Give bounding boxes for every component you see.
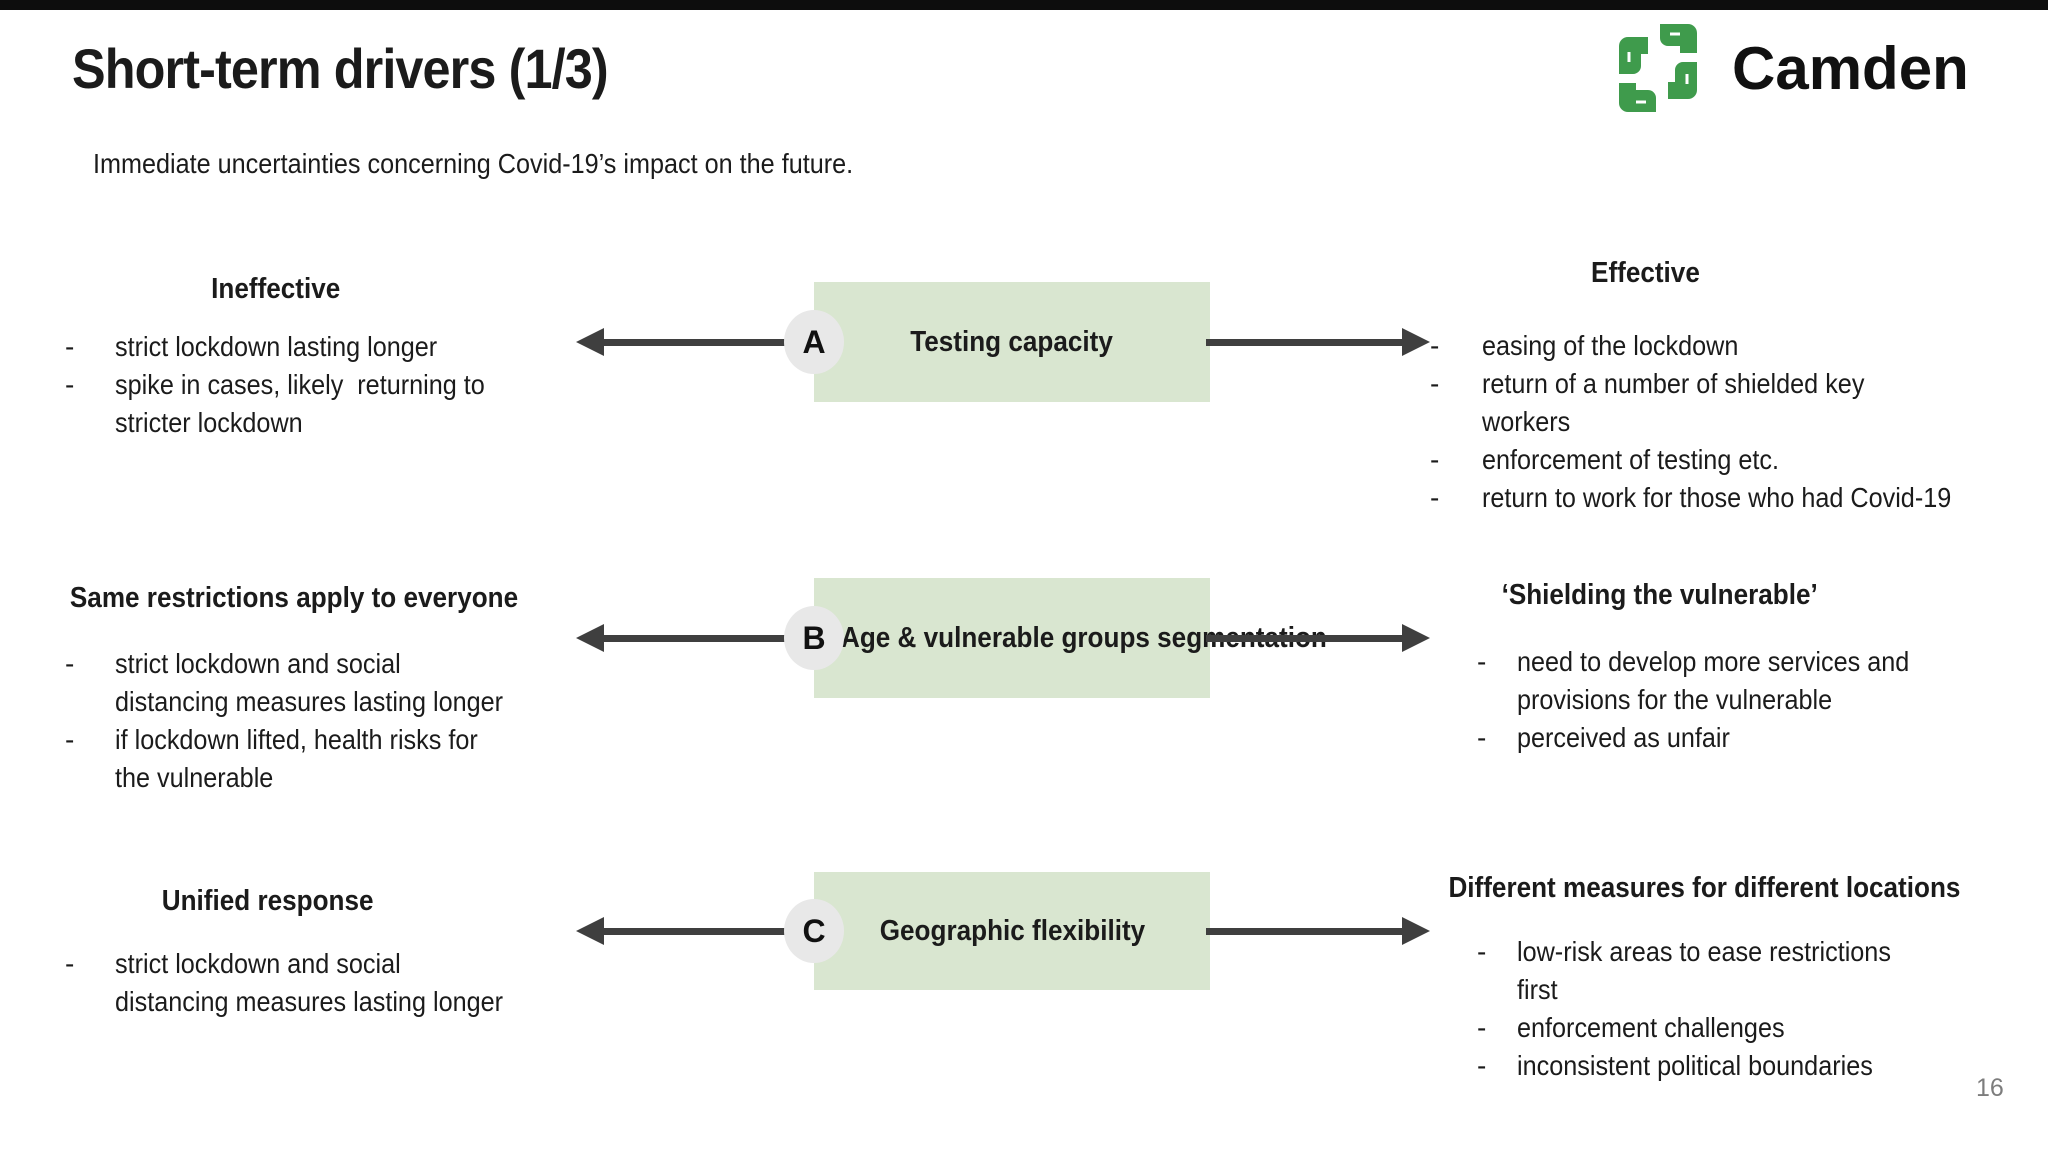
letter-badge-a: A (784, 310, 844, 374)
bullet-line: provisions for the vulnerable (1517, 684, 1833, 715)
bullet-line: need to develop more services and (1517, 646, 1910, 677)
bullet-dash: - (1430, 368, 1440, 399)
bullet-line: first (1517, 974, 1558, 1005)
bullet-line: if lockdown lifted, health risks for (115, 724, 478, 755)
bullet-line: strict lockdown and social (115, 648, 401, 679)
left-heading: Unified response (162, 885, 374, 917)
bullet-item: -inconsistent political boundaries (1477, 1047, 2048, 1085)
arrow-left-shaft (596, 928, 796, 935)
bullet-dash: - (65, 948, 75, 979)
bullet-line: low-risk areas to ease restrictions (1517, 936, 1891, 967)
camden-logo: Camden (1608, 22, 1969, 114)
left-heading: Ineffective (211, 273, 341, 305)
right-heading: Effective (1590, 257, 1700, 289)
page-subtitle: Immediate uncertainties concerning Covid… (93, 148, 854, 179)
bullet-item: - strict lockdown and social distancing me… (65, 645, 555, 721)
bullet-item: -perceived as unfair (1477, 719, 2048, 757)
bullet-dash: - (1477, 1050, 1487, 1081)
driver-box-testing-capacity: Testing capacity (814, 282, 1210, 402)
camden-knot-icon (1619, 24, 1697, 112)
driver-box-geographic-flexibility: Geographic flexibility (814, 872, 1210, 990)
bullet-line: inconsistent political boundaries (1517, 1050, 1873, 1081)
arrow-right-icon (1402, 624, 1430, 652)
bullet-line: workers (1482, 406, 1571, 437)
bullet-dash: - (1477, 1012, 1487, 1043)
bullet-line: strict lockdown and social (115, 948, 401, 979)
left-bullet-list: - strict lockdown and social distancing me… (60, 945, 555, 1021)
right-bullet-list: - easing of the lockdown - return of a numb… (1424, 327, 2030, 517)
right-heading: Different measures for different locatio… (1448, 872, 1961, 904)
bullet-line: return to work for those who had Covid-1… (1482, 482, 1952, 513)
bullet-dash: - (1477, 722, 1487, 753)
bullet-line: stricter lockdown (115, 407, 303, 438)
bullet-dash: - (65, 369, 75, 400)
bullet-dash: - (65, 648, 75, 679)
bullet-item: - spike in cases, likely returning to stri… (65, 366, 555, 442)
arrow-right-shaft (1206, 928, 1406, 935)
bullet-line: distancing measures lasting longer (115, 986, 504, 1017)
bullet-item: - easing of the lockdown (1430, 327, 2030, 365)
bullet-line: enforcement challenges (1517, 1012, 1785, 1043)
bullet-line: return of a number of shielded key (1482, 368, 1865, 399)
bullet-item: - enforcement of testing etc. (1430, 441, 2030, 479)
letter-badge-b: B (784, 606, 844, 670)
page-title: Short-term drivers (1/3) (72, 37, 609, 100)
page-number: 16 (1976, 1074, 2004, 1102)
letter-badge-c: C (784, 899, 844, 963)
bullet-item: -need to develop more services and provis… (1477, 643, 2048, 719)
bullet-dash: - (1477, 936, 1487, 967)
bullet-item: - strict lockdown and social distancing me… (65, 945, 555, 1021)
bullet-dash: - (1430, 330, 1440, 361)
bullet-item: -low-risk areas to ease restrictions firs… (1477, 933, 2048, 1009)
bullet-line: strict lockdown lasting longer (115, 331, 438, 362)
bullet-item: - if lockdown lifted, health risks for the… (65, 721, 555, 797)
arrow-left-shaft (596, 339, 796, 346)
bullet-line: distancing measures lasting longer (115, 686, 504, 717)
bullet-line: perceived as unfair (1517, 722, 1730, 753)
bullet-item: - return to work for those who had Covid-… (1430, 479, 2030, 517)
left-heading: Same restrictions apply to everyone (69, 582, 519, 614)
bullet-dash: - (65, 724, 75, 755)
top-black-bar (0, 0, 2048, 10)
bullet-dash: - (65, 331, 75, 362)
arrow-right-shaft (1206, 635, 1406, 642)
bullet-dash: - (1430, 482, 1440, 513)
bullet-line: spike in cases, likely returning to (115, 369, 485, 400)
bullet-line: easing of the lockdown (1482, 330, 1739, 361)
arrow-left-shaft (596, 635, 796, 642)
bullet-item: -enforcement challenges (1477, 1009, 2048, 1047)
bullet-item: - strict lockdown lasting longer (65, 328, 555, 366)
arrow-right-icon (1402, 328, 1430, 356)
bullet-item: - return of a number of shielded key worke… (1430, 365, 2030, 441)
left-bullet-list: - strict lockdown lasting longer - spike in… (60, 328, 555, 442)
arrow-right-shaft (1206, 339, 1406, 346)
bullet-dash: - (1477, 646, 1487, 677)
bullet-line: the vulnerable (115, 762, 274, 793)
left-bullet-list: - strict lockdown and social distancing me… (60, 645, 555, 797)
driver-box-age-segmentation: Age & vulnerable groups segmentation (814, 578, 1327, 698)
right-heading: ‘Shielding the vulnerable’ (1501, 579, 1819, 611)
camden-wordmark: Camden (1732, 34, 1969, 102)
arrow-right-icon (1402, 917, 1430, 945)
bullet-dash: - (1430, 444, 1440, 475)
bullet-line: enforcement of testing etc. (1482, 444, 1779, 475)
